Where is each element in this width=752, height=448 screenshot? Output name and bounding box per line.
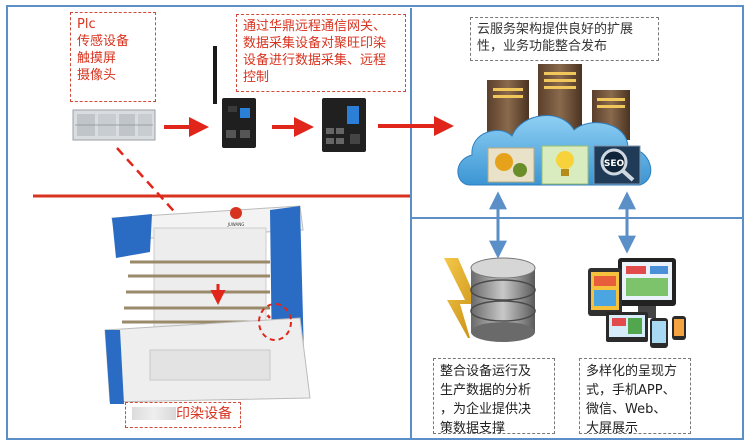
cloud-service-note: 云服务架构提供良好的扩展 性，业务功能整合发布 bbox=[470, 17, 659, 61]
redacted-company-name bbox=[132, 407, 176, 420]
note-line: 摄像头 bbox=[77, 68, 117, 83]
cloud-server-icon: SEO bbox=[457, 64, 652, 186]
note-line: ，为企业提供决 bbox=[440, 402, 532, 417]
data-acquisition-device-icon bbox=[322, 98, 366, 152]
note-line: 生产数据的分析 bbox=[440, 383, 532, 398]
note-line: 设备进行数据采集、远程 bbox=[243, 53, 387, 68]
note-line: 微信、Web、 bbox=[586, 402, 667, 417]
database-icon bbox=[444, 257, 536, 342]
dyeing-machine-image: JUWANG bbox=[104, 205, 311, 404]
note-line: 触摸屏 bbox=[77, 51, 117, 66]
red-flow-arrows bbox=[164, 116, 454, 137]
machine-caption: 印染设备 bbox=[125, 402, 241, 428]
note-line: 数据采集设备对聚旺印染 bbox=[243, 36, 387, 51]
note-line: 式，手机APP、 bbox=[586, 383, 676, 398]
note-line: 控制 bbox=[243, 70, 270, 85]
plc-module-icon bbox=[72, 109, 156, 141]
gateway-note: 通过华鼎远程通信网关、 数据采集设备对聚旺印染 设备进行数据采集、远程 控制 bbox=[236, 14, 406, 92]
multi-device-display-icon bbox=[588, 258, 686, 348]
note-line: 策数据支撑 bbox=[440, 421, 506, 436]
svg-text:SEO: SEO bbox=[604, 159, 625, 169]
note-line: 整合设备运行及 bbox=[440, 364, 532, 379]
note-line: 通过华鼎远程通信网关、 bbox=[243, 19, 387, 34]
sensor-link-line bbox=[116, 147, 271, 319]
presentation-note: 多样化的呈现方 式，手机APP、 微信、Web、 大屏展示 bbox=[579, 358, 691, 436]
note-line: 多样化的呈现方 bbox=[586, 364, 678, 379]
gateway-device-icon bbox=[213, 46, 256, 148]
blue-sync-arrows bbox=[489, 191, 636, 259]
note-line: Plc bbox=[77, 17, 96, 32]
svg-text:JUWANG: JUWANG bbox=[227, 222, 245, 227]
note-line: 云服务架构提供良好的扩展 bbox=[477, 22, 634, 37]
note-line: 大屏展示 bbox=[586, 421, 639, 436]
section-dividers bbox=[33, 8, 742, 438]
device-types-note: Plc 传感设备 触摸屏 摄像头 bbox=[70, 12, 156, 102]
machine-caption-text: 印染设备 bbox=[176, 406, 232, 422]
note-line: 传感设备 bbox=[77, 34, 130, 49]
data-analysis-note: 整合设备运行及 生产数据的分析 ，为企业提供决 策数据支撑 bbox=[433, 358, 555, 436]
note-line: 性，业务功能整合发布 bbox=[477, 39, 608, 54]
